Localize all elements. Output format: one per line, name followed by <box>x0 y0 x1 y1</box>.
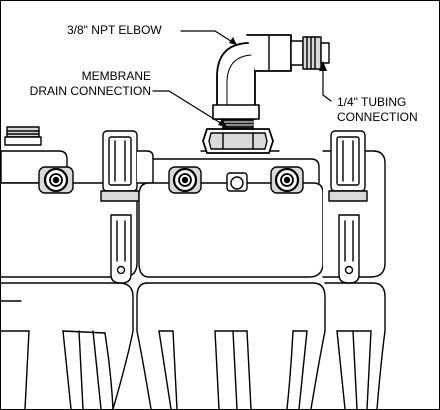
center-left-port-fitting <box>168 166 202 194</box>
tubing-fitting <box>290 36 330 70</box>
center-right-port-fitting <box>270 166 304 194</box>
tubing-callout-line1: 1/4" TUBING <box>337 95 407 109</box>
tubing-arrowhead <box>319 61 327 71</box>
left-filter-housing <box>1 126 138 409</box>
elbow-callout: 3/8" NPT ELBOW <box>67 23 162 37</box>
center-filter-housing <box>136 150 326 409</box>
leader-lines <box>152 30 332 128</box>
tubing-callout: 1/4" TUBING CONNECTION <box>337 95 418 125</box>
drain-callout-line1: MEMBRANE <box>81 69 151 83</box>
tubing-callout-line2: CONNECTION <box>337 110 418 124</box>
right-clip-latch <box>328 130 368 284</box>
elbow-arrowhead <box>229 37 237 45</box>
npt-elbow <box>212 34 292 120</box>
drain-callout: MEMBRANE DRAIN CONNECTION <box>30 69 151 99</box>
drain-arrowhead <box>218 119 227 127</box>
left-clip-latch <box>100 130 140 284</box>
drain-callout-line2: DRAIN CONNECTION <box>29 84 151 98</box>
drain-nut <box>202 118 274 154</box>
left-port-fitting <box>38 166 74 194</box>
center-knob <box>226 172 248 192</box>
